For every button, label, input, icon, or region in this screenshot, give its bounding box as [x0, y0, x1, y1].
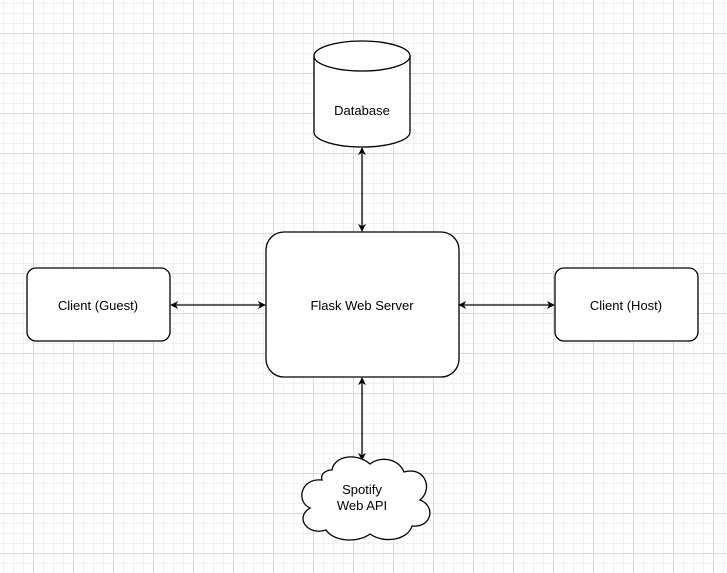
spotify-label-line2: Web API [337, 498, 387, 513]
database-label: Database [334, 103, 390, 118]
server-label: Flask Web Server [310, 298, 414, 313]
client-host-box [554, 267, 699, 342]
client-host-label: Client (Host) [590, 298, 662, 313]
server-box [265, 231, 460, 378]
spotify-label-line1: Spotify [342, 482, 382, 497]
client-host-node[interactable]: Client (Host) [554, 267, 699, 342]
client-guest-label: Client (Guest) [58, 298, 138, 313]
spotify-node[interactable]: Spotify Web API [301, 456, 431, 541]
cloud-shape [301, 456, 431, 541]
client-guest-node[interactable]: Client (Guest) [26, 267, 171, 342]
database-cylinder-body [313, 56, 411, 148]
database-cylinder-top [313, 40, 411, 72]
database-node[interactable]: Database [313, 40, 411, 148]
server-node[interactable]: Flask Web Server [265, 231, 460, 378]
client-guest-box [26, 267, 171, 342]
